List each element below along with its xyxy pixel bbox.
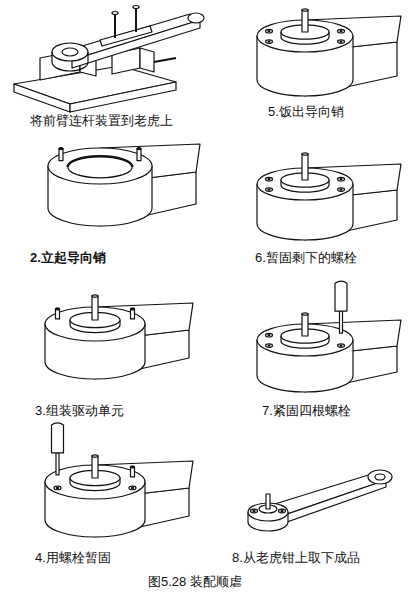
bolt-slot [268,41,270,42]
shaft-end [92,295,98,297]
screwdriver-shaft [340,311,343,333]
screwdriver-handle [335,281,347,311]
housing [257,9,401,96]
housing [45,295,193,379]
output-shaft [266,494,270,509]
bolt-head [338,344,345,348]
step-caption: 4.用螺栓暂固 [35,550,111,566]
guide-pin-tip [131,308,135,310]
guide-pin-tip [131,466,135,468]
screwdriver-handle [52,423,64,453]
bolt-slot [268,189,270,190]
bolt-slot [281,510,283,511]
screwdriver-shaft [56,453,59,475]
guide-pin [131,467,135,477]
guide-pin-tip [56,308,60,310]
housing [257,153,401,240]
output-shaft [92,456,98,478]
bolt-head [133,6,139,9]
bolt-head [338,188,345,192]
figure-caption: 图5.28 装配顺虐 [148,574,242,590]
bolt-slot [340,345,342,346]
output-shaft [302,10,308,32]
forearm-end-bore [375,474,385,480]
bolt-head [251,509,258,513]
output-shaft [92,296,98,320]
guide-pin [59,149,63,161]
vise-base-front [14,84,70,112]
vise-jaw-right-side [140,48,154,72]
shaft-end [302,153,308,155]
bolt-head [266,40,273,44]
housing [48,144,200,226]
guide-pin [131,309,135,319]
bolt-head [338,29,345,33]
bolt-head [338,177,345,181]
guide-pin [56,309,60,319]
link-hub-top [52,43,88,61]
step-caption: 8.从老虎钳上取下成品 [232,550,360,566]
bolt-slot [57,487,59,488]
step-caption: 将前臂连杆装置到老虎上 [30,113,173,129]
output-shaft [302,314,308,336]
shaft-end [302,9,308,11]
step-caption: 6.暂固剩下的螺栓 [255,250,357,266]
guide-pin-tip [59,148,63,150]
bolt-head [54,486,61,490]
vise-screw [154,58,176,62]
link-hub-bore [62,48,78,56]
bolt-slot [268,31,270,32]
bolt-slot [340,179,342,180]
bolt-head [266,177,273,181]
bolt-slot [340,189,342,190]
guide-pin-tip [137,148,141,150]
forearm-top [262,472,386,520]
bore-shadow [68,156,132,167]
bolt-head [266,344,273,348]
link-end-boss [188,13,204,23]
shaft-end [302,313,308,315]
bore [68,156,132,178]
vise-assembly [14,6,204,113]
bolt-head [129,486,136,490]
step-caption: 5.饭出导向销 [268,104,344,120]
bolt-slot [268,345,270,346]
step-caption: 3.组装驱动单元 [35,403,124,419]
finished-forearm [248,470,392,531]
bolt-slot [132,487,134,488]
bolt-slot [340,31,342,32]
housing [45,423,193,537]
bolt-slot [268,335,270,336]
forearm-end-boss [368,470,392,484]
bolt-head [266,333,273,337]
bolt-head [266,29,273,33]
shaft-end [92,455,98,457]
output-shaft [302,154,308,180]
step-caption: 7.紧固四根螺栓 [262,403,351,419]
housing [257,281,401,392]
guide-pin [137,149,141,161]
step-caption: 2.立起导向销 [30,250,106,266]
bolt-slot [340,41,342,42]
bolt-head [279,509,286,513]
housing-top [48,148,152,184]
bolt-slot [253,510,255,511]
bolt-head [112,12,118,15]
bolt-slot [268,179,270,180]
bolt-head [266,188,273,192]
clamp-bar [100,26,152,46]
bolt-head [338,40,345,44]
vise-base-side [70,82,176,112]
